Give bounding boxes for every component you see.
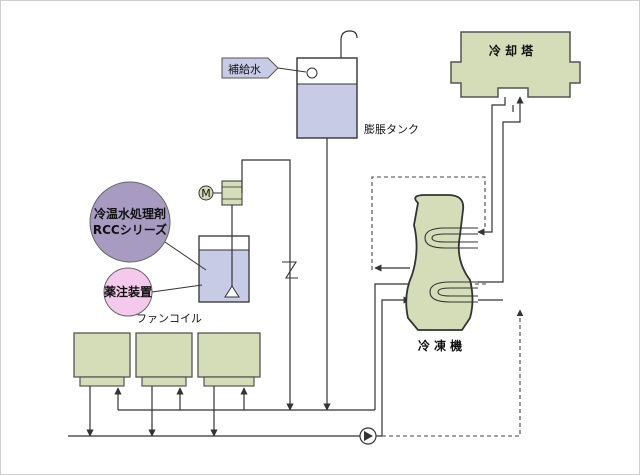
makeup-water-label: 補給水 [228, 62, 261, 76]
motor-label: M [201, 187, 211, 200]
vent-pipe [340, 30, 358, 58]
agitator-blade [224, 285, 240, 298]
series-label: RCCシリーズ [93, 222, 167, 237]
expansion-tank-label: 膨脹タンク [364, 122, 419, 136]
treatment-label: 冷温水処理剤 [94, 206, 166, 221]
cooling-tower [450, 31, 581, 98]
chilled-return-pipe [376, 296, 411, 437]
cooling-tower-label: 冷 却 塔 [489, 43, 534, 58]
expansion-tank [296, 57, 358, 139]
dosing-label: 薬注装置 [104, 284, 152, 299]
float-valve-icon [306, 67, 318, 79]
motor-icon [198, 180, 243, 206]
fan-coil-pipes [68, 386, 375, 437]
fan-coil-label: ファンコイル [136, 312, 202, 325]
makeup-water-arrow [221, 57, 279, 79]
z-break-mark [282, 261, 298, 279]
chemical-tank [198, 235, 250, 303]
dosing-line [241, 159, 294, 411]
cooling-water-pipes [477, 96, 524, 301]
chiller-label: 冷 凍 機 [418, 338, 462, 353]
fan-coil-unit-1 [73, 332, 131, 387]
pump-icon [359, 427, 377, 445]
chiller [405, 194, 478, 331]
fan-coil-unit-3 [197, 332, 261, 387]
fan-coil-unit-2 [135, 332, 193, 387]
chilled-supply-pipe [374, 283, 410, 410]
treatment-chemical-bubble [89, 181, 171, 263]
